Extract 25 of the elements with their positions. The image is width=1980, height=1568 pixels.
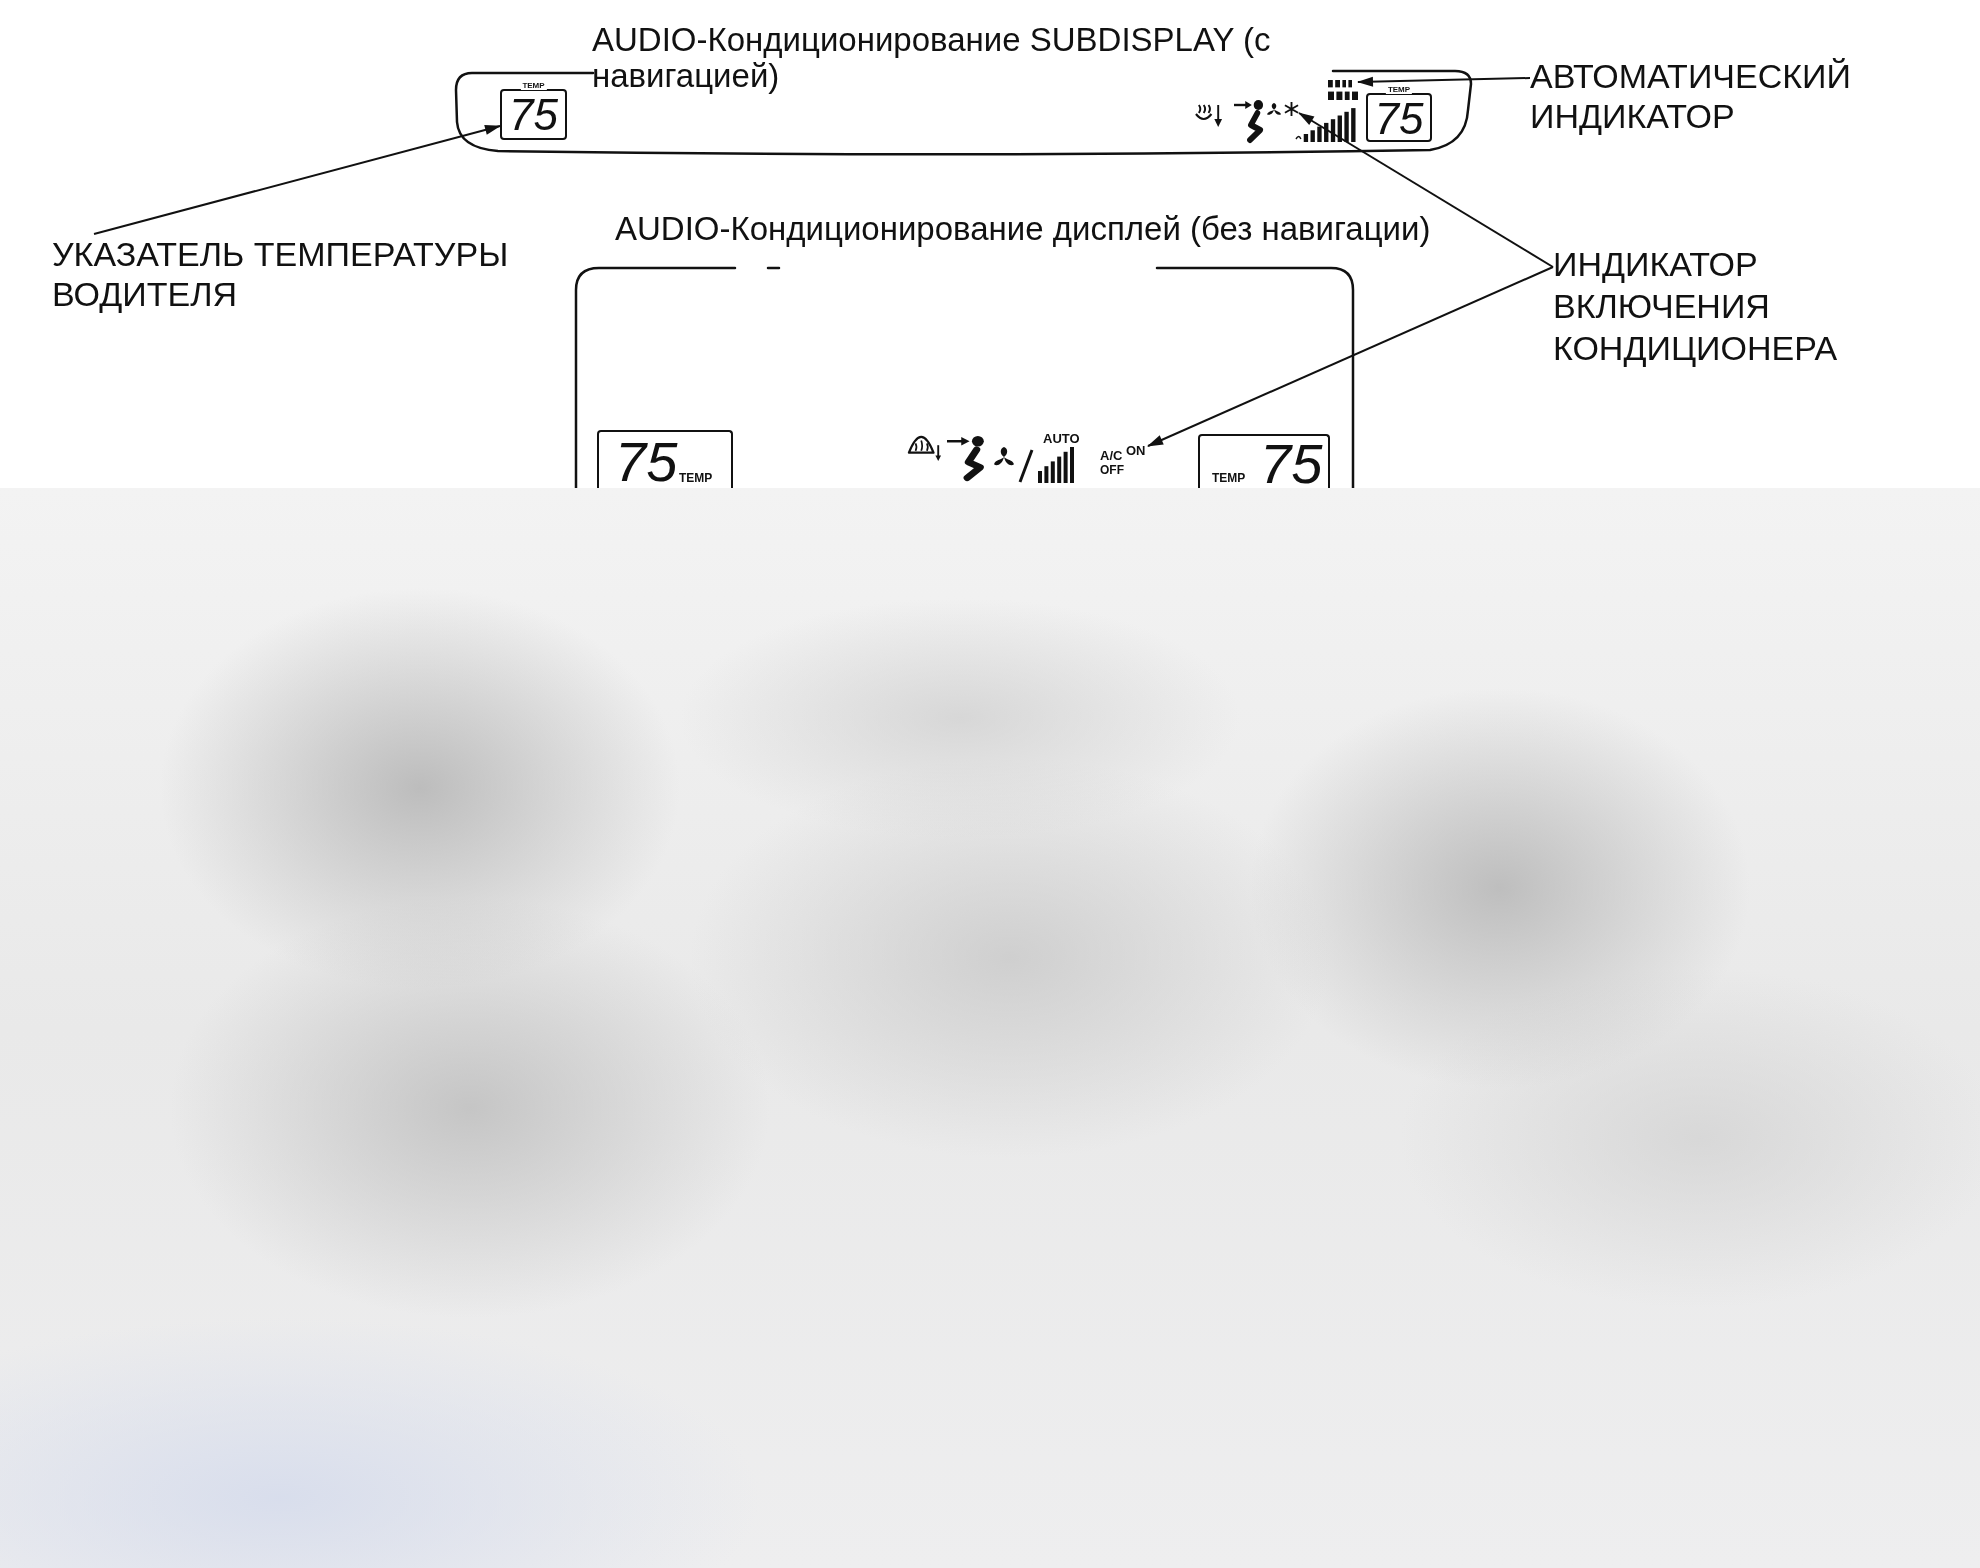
temperature-display (1198, 434, 1330, 488)
leader-line (93, 125, 501, 235)
callout-label: УКАЗАТЕЛЬ ТЕМПЕРАТУРЫ ВОДИТЕЛЯ (52, 234, 511, 314)
leader-line (1298, 112, 1554, 268)
lcd-segments-icon (1328, 80, 1358, 100)
indicator-label: A/C (1100, 449, 1123, 462)
temp-label: TEMP (520, 82, 547, 90)
indicator-label: AUTO (1043, 432, 1080, 445)
display-title: AUDIO-Кондиционирование SUBDISPLAY (с навигацией) (592, 22, 1272, 94)
indicator-label: ON (1126, 444, 1146, 457)
temperature-display (597, 430, 733, 488)
snowflake-icon (1284, 102, 1299, 116)
temp-label: TEMP (1385, 86, 1413, 94)
display-title: AUDIO-Кондиционирование дисплей (без навигации) (615, 211, 1431, 247)
temp-label: TEMP (679, 472, 713, 484)
indicator-label: OFF (1100, 464, 1124, 476)
temperature-value: 75 (509, 93, 558, 137)
leader-line (1357, 76, 1531, 87)
temperature-value: 75 (1260, 436, 1323, 492)
temperature-value: 75 (1374, 97, 1424, 141)
callout-label: ИНДИКАТОР ВКЛЮЧЕНИЯ КОНДИЦИОНЕРА (1553, 243, 1840, 369)
callout-label: АВТОМАТИЧЕСКИЙ ИНДИКАТОР (1530, 56, 1853, 136)
leader-line (1147, 266, 1554, 447)
temperature-value: 75 (615, 434, 678, 490)
temp-label: TEMP (1212, 472, 1246, 484)
